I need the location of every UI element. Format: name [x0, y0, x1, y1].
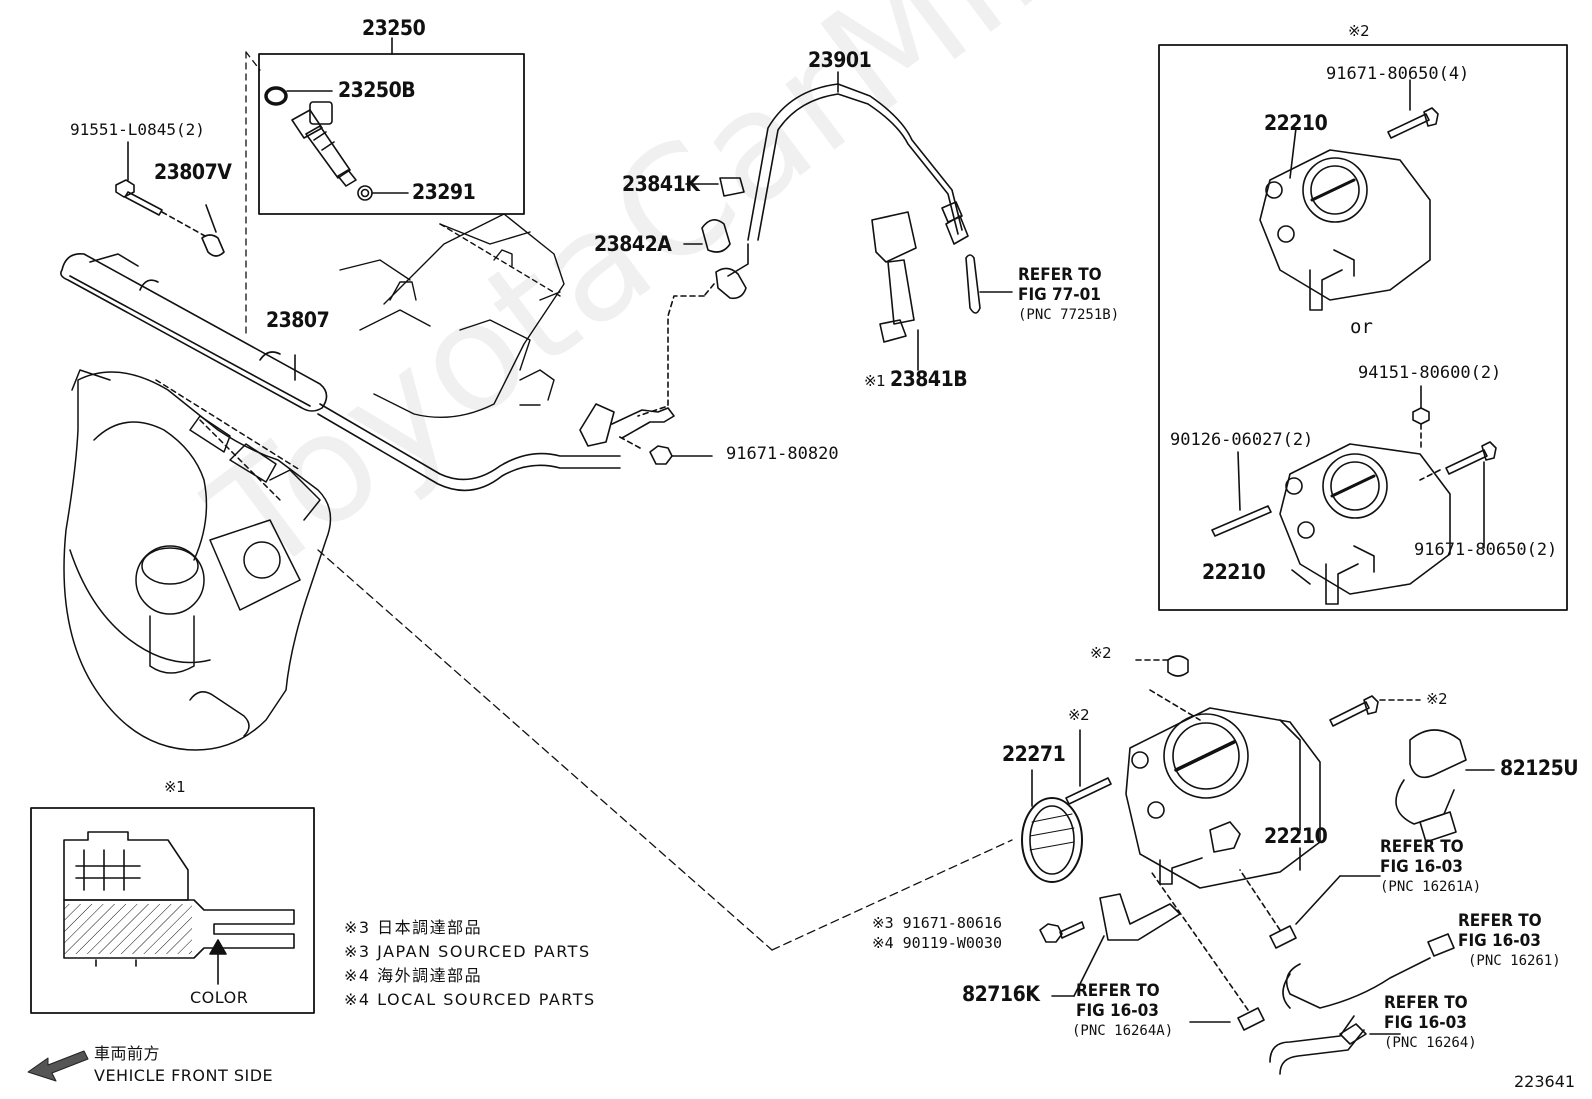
note-japan-jp: ※3 日本調達部品 [344, 918, 483, 937]
refer-16261a-line1: REFER TO [1380, 837, 1464, 857]
note-local-jp: ※4 海外調達部品 [344, 966, 483, 985]
mark-x1-23841b: ※1 [864, 372, 886, 390]
bolt-top-4 [1387, 79, 1439, 139]
label-91671-80616: ※3 91671-80616 [872, 914, 1002, 932]
alternative-box [1158, 44, 1568, 611]
label-23807: 23807 [266, 308, 330, 332]
cylinder-head [339, 213, 565, 418]
hose-82125u [1395, 729, 1495, 843]
box2-94151: 94151-80600(2) [1358, 363, 1502, 383]
throttle-body-bottom [1279, 443, 1451, 605]
refer-16261-pnc: (PNC 16261) [1468, 953, 1561, 969]
clip-23841k [685, 177, 745, 197]
hose-16264 [1269, 1015, 1401, 1075]
intake-manifold [63, 369, 332, 751]
connector-23841b [871, 211, 1013, 371]
front-arrow [27, 1050, 89, 1082]
hose-small-a [1239, 869, 1381, 949]
box2-or: or [1350, 316, 1373, 338]
label-91551: 91551-L0845(2) [70, 120, 205, 139]
label-23291: 23291 [412, 180, 476, 204]
stud-90126 [1211, 451, 1272, 537]
refer-16264a-line2: FIG 16-03 [1076, 1001, 1159, 1021]
box2-91671-2: 91671-80650(2) [1414, 540, 1558, 560]
box2-91671-4: 91671-80650(4) [1326, 64, 1470, 84]
box2-22210-top: 22210 [1264, 111, 1328, 135]
figure-number: 223641 [1514, 1072, 1576, 1091]
label-22271: 22271 [1002, 742, 1066, 766]
refer-16264a-line1: REFER TO [1076, 981, 1160, 1001]
injector [291, 101, 357, 187]
label-91671-80820: 91671-80820 [726, 444, 839, 464]
bolt-bottom-2 [1419, 441, 1497, 549]
hose-16261 [1282, 933, 1455, 1009]
label-90119-w0030: ※4 90119-W0030 [872, 934, 1002, 952]
cushion-23842a [683, 219, 731, 253]
throttle-body-main [1125, 707, 1321, 889]
mark-x2-bolt-top: ※2 [1090, 644, 1112, 662]
label-22210: 22210 [1264, 824, 1328, 848]
delivery-pipe [60, 253, 675, 492]
label-23807v: 23807V [154, 160, 232, 184]
gasket-22271 [1021, 769, 1083, 883]
box2-90126: 90126-06027(2) [1170, 430, 1314, 450]
refer-77-line2: FIG 77-01 [1018, 285, 1101, 305]
note-japan-en: ※3 JAPAN SOURCED PARTS [344, 942, 591, 961]
grommet-23807v [201, 204, 225, 257]
nut-94151 [1412, 385, 1430, 451]
label-23841b: 23841B [890, 367, 968, 391]
bolt-91551 [115, 141, 206, 237]
label-23842a: 23842A [594, 232, 672, 256]
refer-77-pnc: (PNC 77251B) [1018, 307, 1120, 323]
bolt-right-x2 [1329, 695, 1421, 727]
mark-x2-stud: ※2 [1068, 706, 1090, 724]
label-23841k: 23841K [622, 172, 700, 196]
stud-22271 [1065, 729, 1112, 805]
bolt-91671-80820 [617, 435, 713, 465]
inset-color-label: COLOR [190, 988, 249, 1007]
label-23250: 23250 [362, 16, 426, 40]
front-side-jp: 車両前方 [94, 1044, 161, 1063]
inset-mark: ※1 [164, 778, 186, 796]
injector-kit-box [258, 37, 525, 215]
fuel-hose-23901 [637, 71, 969, 417]
label-82716k: 82716K [962, 982, 1040, 1006]
refer-16264-line2: FIG 16-03 [1384, 1013, 1467, 1033]
refer-16264-line1: REFER TO [1384, 993, 1468, 1013]
refer-16261a-line2: FIG 16-03 [1380, 857, 1463, 877]
hose-small-b [1149, 869, 1265, 1031]
mark-x2-bolt-right: ※2 [1426, 690, 1448, 708]
refer-16261-line1: REFER TO [1458, 911, 1542, 931]
refer-16261-line2: FIG 16-03 [1458, 931, 1541, 951]
note-local-en: ※4 LOCAL SOURCED PARTS [344, 990, 596, 1009]
box2-22210-bottom: 22210 [1202, 560, 1266, 584]
refer-16264a-pnc: (PNC 16264A) [1072, 1023, 1174, 1039]
front-side-en: VEHICLE FRONT SIDE [94, 1066, 274, 1085]
bolt-91671-80616 [1039, 921, 1085, 943]
refer-16264-pnc: (PNC 16264) [1384, 1035, 1477, 1051]
throttle-body-top [1259, 127, 1431, 311]
label-23250b: 23250B [338, 78, 416, 102]
box2-mark: ※2 [1348, 22, 1370, 40]
bracket-82716k [1051, 893, 1181, 997]
label-82125u: 82125U [1500, 756, 1579, 780]
refer-77-line1: REFER TO [1018, 265, 1102, 285]
bolt-top-x2 [1131, 655, 1201, 721]
inset-box [30, 807, 315, 1014]
refer-16261a-pnc: (PNC 16261A) [1380, 879, 1482, 895]
label-23901: 23901 [808, 48, 872, 72]
